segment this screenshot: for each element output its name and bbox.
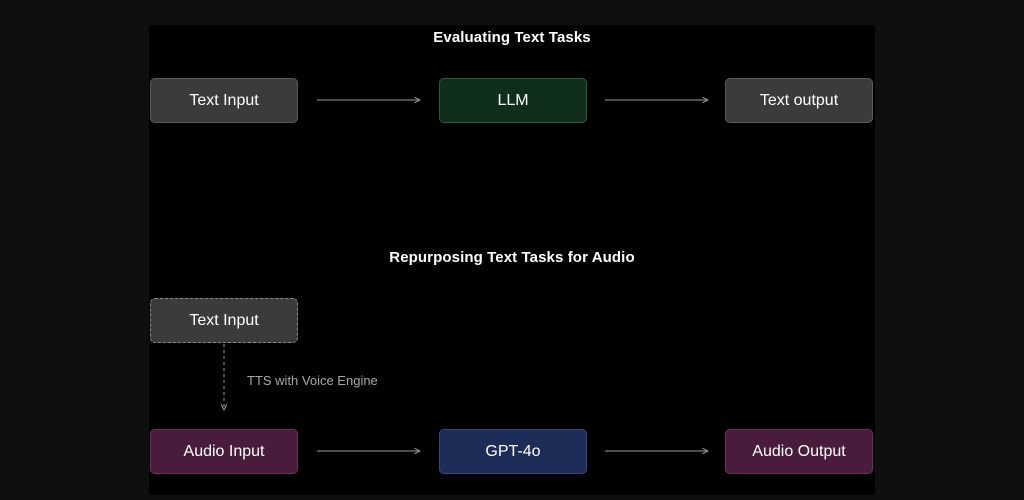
node-text-input: Text Input	[150, 78, 298, 123]
edge-label-tts: TTS with Voice Engine	[247, 373, 378, 388]
section-title-evaluating: Evaluating Text Tasks	[433, 29, 591, 46]
node-llm: LLM	[439, 78, 587, 123]
node-text-output: Text output	[725, 78, 873, 123]
node-audio-input: Audio Input	[150, 429, 298, 474]
node-audio-output: Audio Output	[725, 429, 873, 474]
node-text-input-tts: Text Input	[150, 298, 298, 343]
section-title-repurposing: Repurposing Text Tasks for Audio	[389, 249, 635, 266]
node-gpt4o: GPT-4o	[439, 429, 587, 474]
